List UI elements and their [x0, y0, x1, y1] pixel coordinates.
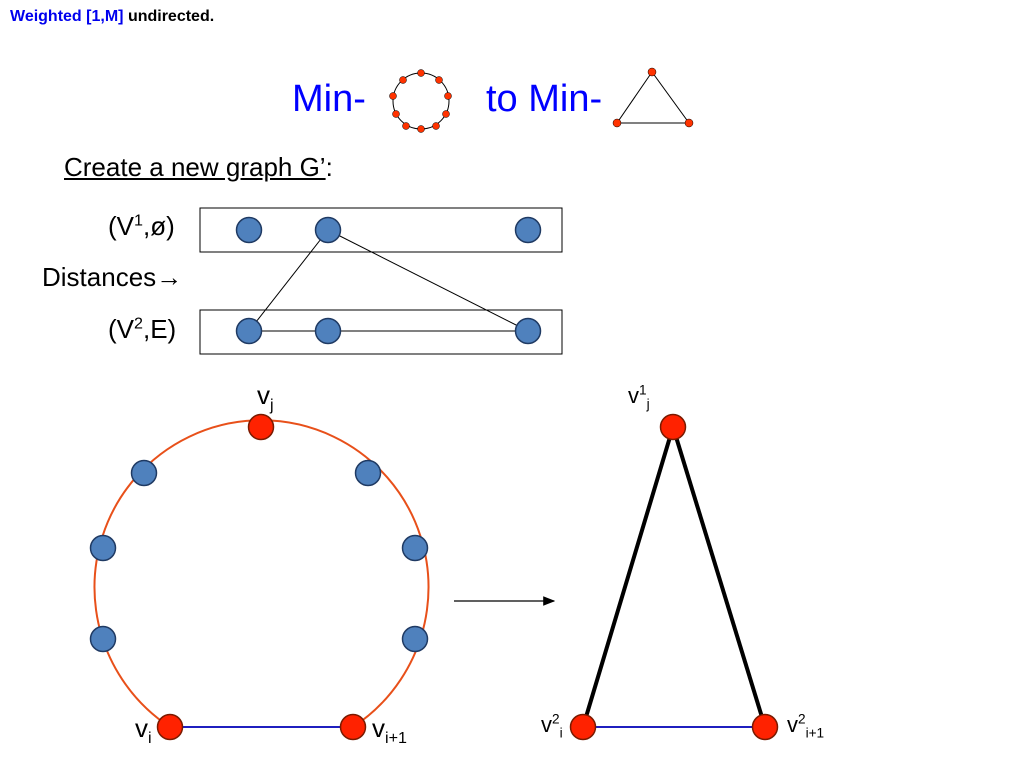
triangle-node-v1j — [659, 413, 687, 441]
triangle-node-v2i1 — [751, 713, 779, 741]
cycle-node — [89, 625, 117, 653]
right-arrow-icon: → — [156, 262, 183, 292]
v2-node — [314, 317, 342, 345]
label-v2i1: v2i+1 — [787, 711, 825, 741]
distance-edge — [327, 229, 529, 332]
large-cycle — [89, 413, 430, 741]
label-vj: vj — [257, 380, 274, 415]
v1-node — [514, 216, 542, 244]
title-min-cycle: Min- — [292, 78, 366, 120]
cycle-node-vj — [247, 413, 275, 441]
cycle-node — [401, 534, 429, 562]
small-triangle-icon — [612, 67, 694, 128]
v1-node — [235, 216, 263, 244]
label-v1j: v1j — [628, 382, 650, 412]
small-cycle-icon — [389, 69, 452, 133]
label-v2i: v2i — [541, 711, 563, 741]
header-undirected: undirected. — [127, 8, 215, 25]
label-vi: vi — [135, 713, 152, 748]
label-v1-layer: (V1,ø) — [108, 211, 175, 241]
header-weighted: Weighted [1,M] — [10, 8, 124, 25]
cycle-node — [130, 459, 158, 487]
cycle-node-vi1 — [339, 713, 367, 741]
cycle-node — [354, 459, 382, 487]
cycle-node-vi — [156, 713, 184, 741]
triangle-edge — [671, 426, 767, 728]
v2-node — [514, 317, 542, 345]
cycle-node — [89, 534, 117, 562]
triangle-node-v2i — [569, 713, 597, 741]
v1-node — [314, 216, 342, 244]
title-to-min-triangle: to Min- — [486, 78, 603, 120]
v2-node — [235, 317, 263, 345]
subtitle: Create a new graph G’: — [64, 152, 333, 183]
slide-header: Weighted [1,M] undirected. — [10, 8, 214, 26]
cycle-node — [401, 625, 429, 653]
label-vi1: vi+1 — [372, 713, 407, 748]
distance-edge — [248, 229, 329, 332]
subtitle-colon: : — [325, 152, 333, 182]
label-distances: Distances→ — [42, 262, 183, 292]
subtitle-text: Create a new graph G’ — [64, 152, 326, 182]
large-triangle — [569, 413, 779, 741]
triangle-edge — [581, 426, 675, 728]
label-v2-layer: (V2,E) — [108, 314, 177, 344]
